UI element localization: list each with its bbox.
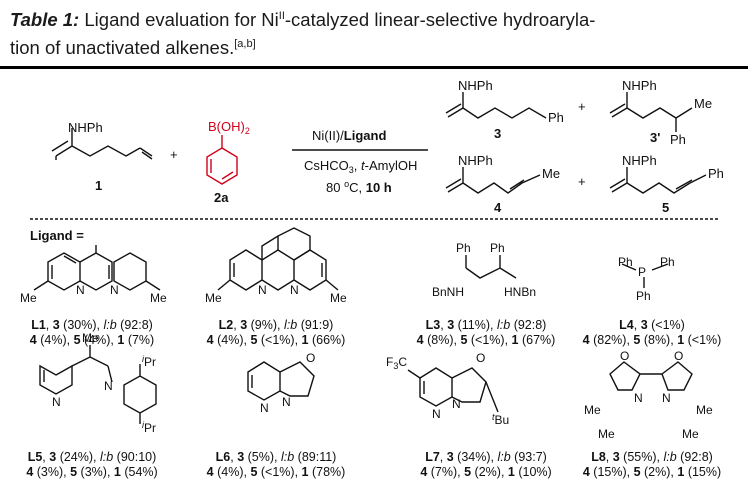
reagent-number: 2a [214, 190, 229, 205]
ligand-result-L8: L8, 3 (55%), l:b (92:8)4 (15%), 5 (2%), … [582, 450, 722, 479]
table-label: Table 1: [10, 9, 80, 31]
svg-text:F3C: F3C [386, 355, 407, 371]
svg-text:Ph: Ph [660, 255, 675, 269]
svg-text:Me: Me [682, 427, 699, 441]
product4-me: Me [542, 166, 560, 181]
product3-ph: Ph [548, 110, 564, 125]
boronic-acid: B(OH)2 [208, 119, 250, 136]
product3p-amide: NHPh [622, 78, 657, 93]
plus-sign-2: + [578, 99, 586, 114]
product4-amide: NHPh [458, 153, 493, 168]
substrate-amide: NHPh [68, 120, 103, 135]
svg-text:O: O [306, 351, 315, 365]
svg-text:Ph: Ph [618, 255, 633, 269]
svg-text:Me: Me [598, 427, 615, 441]
svg-text:N: N [52, 395, 61, 409]
svg-text:N: N [432, 407, 441, 421]
svg-text:O: O [674, 349, 683, 363]
svg-text:P: P [638, 265, 646, 279]
svg-text:Ph: Ph [636, 289, 651, 303]
svg-text:N: N [258, 283, 267, 297]
svg-text:N: N [452, 397, 461, 411]
ligand-result-L2: L2, 3 (9%), l:b (91:9)4 (4%), 5 (<1%), 1… [206, 318, 346, 347]
svg-text:N: N [290, 283, 299, 297]
svg-text:N: N [634, 391, 643, 405]
ligand-result-L4: L4, 3 (<1%)4 (82%), 5 (8%), 1 (<1%) [582, 318, 722, 347]
svg-text:iPr: iPr [142, 420, 156, 435]
svg-text:Me: Me [330, 291, 347, 305]
title-text: Ligand evaluation for Ni [84, 9, 279, 31]
footnote-marks: [a,b] [234, 38, 256, 51]
product3p-me: Me [694, 96, 712, 111]
svg-text:N: N [104, 379, 113, 393]
ligand-result-L1: L1, 3 (30%), l:b (92:8)4 (4%), 5 (4%), 1… [29, 318, 155, 347]
svg-text:Me: Me [20, 291, 37, 305]
conditions-base-solvent: CsHCO3, t-AmylOH [304, 158, 417, 175]
svg-text:Me: Me [696, 403, 713, 417]
svg-text:O: O [476, 351, 485, 365]
plus-sign-3: + [578, 174, 586, 189]
svg-text:N: N [662, 391, 671, 405]
ligand-result-L3: L3, 3 (11%), l:b (92:8)4 (8%), 5 (<1%), … [416, 318, 556, 347]
svg-text:iPr: iPr [142, 354, 156, 369]
ligand-result-L6: L6, 3 (5%), l:b (89:11)4 (4%), 5 (<1%), … [206, 450, 346, 479]
svg-text:Ph: Ph [456, 241, 471, 255]
svg-text:BnNH: BnNH [432, 285, 464, 299]
plus-sign-1: + [170, 147, 178, 162]
svg-text:N: N [110, 283, 119, 297]
ligand-result-L7: L7, 3 (34%), l:b (93:7)4 (7%), 5 (2%), 1… [420, 450, 552, 479]
product3-amide: NHPh [458, 78, 493, 93]
svg-text:N: N [260, 401, 269, 415]
product5-amide: NHPh [622, 153, 657, 168]
svg-text:HNBn: HNBn [504, 285, 536, 299]
svg-text:tBu: tBu [492, 412, 509, 427]
product3-number: 3 [494, 126, 501, 141]
conditions-catalyst: Ni(II)/Ligand [312, 128, 386, 143]
top-rule [0, 66, 748, 69]
ligand-result-L5: L5, 3 (24%), l:b (90:10)4 (3%), 5 (3%), … [26, 450, 158, 479]
product4-number: 4 [494, 200, 502, 215]
table-title: Table 1: Ligand evaluation for NiII-cata… [10, 9, 596, 59]
product5-number: 5 [662, 200, 669, 215]
conditions-temperature: 80 oC, 10 h [326, 179, 392, 195]
svg-text:Me: Me [150, 291, 167, 305]
svg-text:N: N [76, 283, 85, 297]
product3p-ph: Ph [670, 132, 686, 147]
svg-text:Me: Me [584, 403, 601, 417]
substrate-number: 1 [95, 178, 102, 193]
product5-ph: Ph [708, 166, 724, 181]
ligand-header: Ligand = [30, 228, 84, 243]
svg-text:Me: Me [82, 331, 99, 345]
svg-text:N: N [282, 395, 291, 409]
svg-text:O: O [620, 349, 629, 363]
product3p-number: 3' [650, 130, 660, 145]
svg-text:Ph: Ph [490, 241, 505, 255]
svg-text:Me: Me [205, 291, 222, 305]
